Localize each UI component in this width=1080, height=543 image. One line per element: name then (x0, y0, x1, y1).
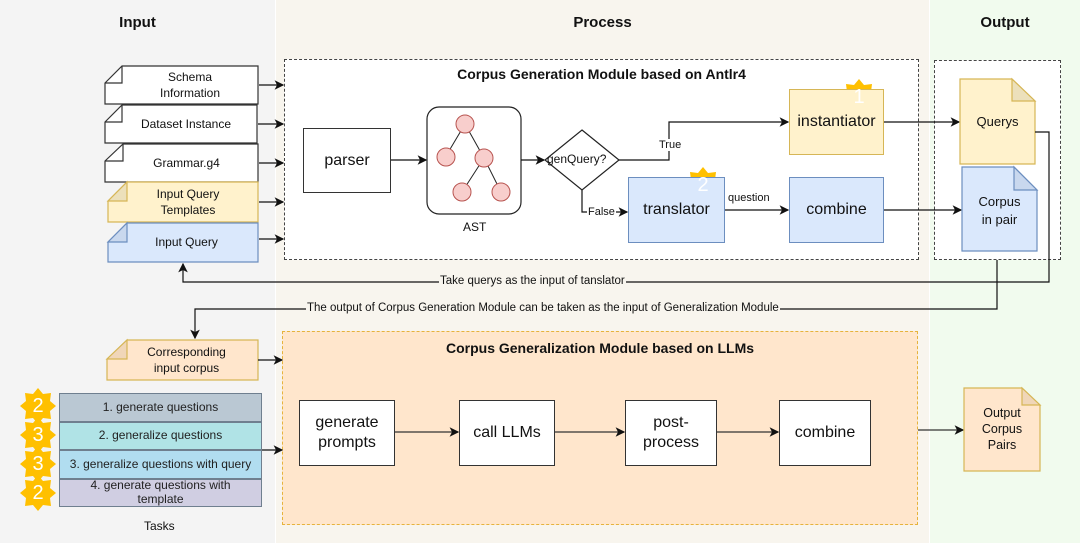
bridge-label: The output of Corpus Generation Module c… (306, 302, 780, 314)
output-column-title: Output (980, 14, 1030, 31)
task-badge: 2 (32, 395, 44, 417)
instantiator-badge: 1 (853, 86, 865, 108)
question-label: question (728, 192, 770, 204)
task-badge: 2 (32, 482, 44, 504)
task-item[interactable]: 1. generate questions (59, 393, 262, 422)
input-column-title: Input (119, 14, 156, 31)
instantiator-box[interactable]: instantiator (789, 89, 884, 155)
genquery-label: genQuery? (547, 152, 607, 166)
feedback-label: Take querys as the input of tanslator (439, 275, 626, 287)
combine-box-top[interactable]: combine (789, 177, 884, 243)
true-label: True (658, 139, 683, 151)
query-templates-label: Input Query Templates (156, 186, 220, 217)
corresponding-corpus-label: Corresponding input corpus (147, 344, 226, 375)
task-badge: 3 (32, 424, 44, 446)
process-column-title: Process (573, 14, 632, 31)
parser-box[interactable]: parser (303, 128, 391, 193)
combine-box-bottom[interactable]: combine (779, 400, 871, 466)
input-query-label: Input Query (155, 235, 218, 250)
false-label: False (587, 206, 616, 218)
task-item[interactable]: 4. generate questions with template (59, 478, 262, 507)
call-llms-box[interactable]: call LLMs (459, 400, 555, 466)
tasks-caption: Tasks (144, 519, 175, 533)
grammar-label: Grammar.g4 (153, 155, 220, 170)
task-badge: 3 (32, 453, 44, 475)
schema-information-label: Schema Information (159, 69, 221, 100)
post-process-box[interactable]: post- process (625, 400, 717, 466)
corpus-pair-label: Corpus in pair (978, 194, 1021, 227)
translator-box[interactable]: translator (628, 177, 725, 243)
task-item[interactable]: 2. generalize questions (59, 422, 262, 450)
generation-module-title: Corpus Generation Module based on Antlr4 (457, 66, 746, 82)
generate-prompts-box[interactable]: generate prompts (299, 400, 395, 466)
translator-badge: 2 (697, 174, 709, 196)
dataset-instance-label: Dataset Instance (140, 116, 232, 131)
task-item[interactable]: 3. generalize questions with query (59, 450, 262, 479)
querys-label: Querys (976, 114, 1019, 130)
output-pairs-label: Output Corpus Pairs (981, 405, 1023, 453)
ast-label: AST (463, 220, 487, 234)
generalization-module-title: Corpus Generalization Module based on LL… (445, 340, 755, 356)
